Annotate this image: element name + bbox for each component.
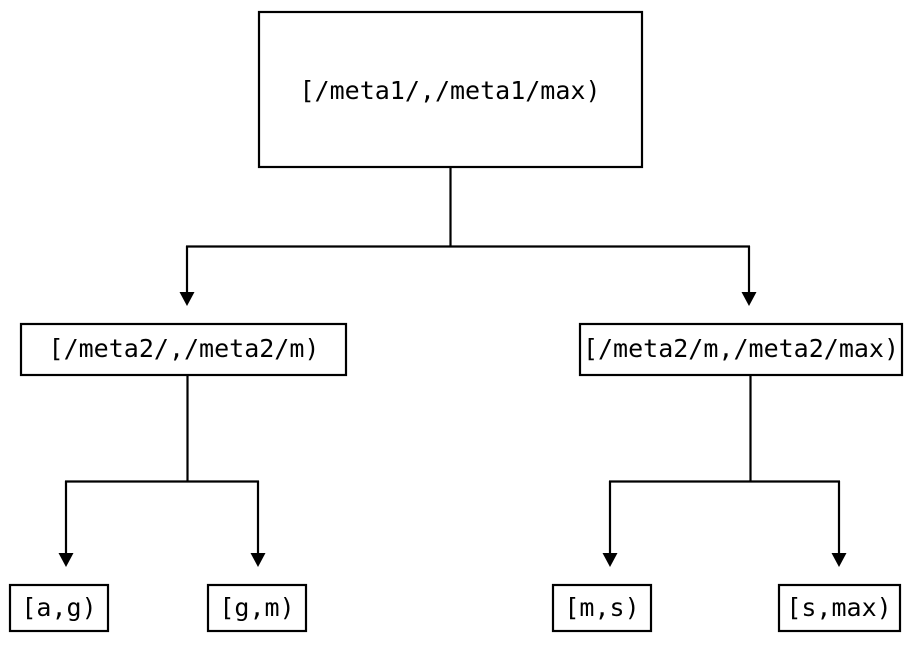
arrowhead-down-icon-leaf-a-g [58, 553, 74, 567]
node-mid-right-label: [/meta2/m,/meta2/max) [583, 334, 899, 363]
arrowhead-down-icon-leaf-g-m [250, 553, 266, 567]
node-leaf-m-s-box [551, 583, 653, 633]
arrowhead-down-icon-leaf-m-s [602, 553, 618, 567]
node-mid-left[interactable]: [/meta2/,/meta2/m) [19, 322, 348, 377]
node-leaf-g-m[interactable]: [g,m) [206, 583, 308, 633]
arrowhead-down-icon-leaf-s-max [831, 553, 847, 567]
node-leaf-m-s-label: [m,s) [564, 593, 639, 622]
node-root[interactable]: [/meta1/,/meta1/max) [257, 10, 644, 169]
node-mid-left-box [19, 322, 348, 377]
node-root-label: [/meta1/,/meta1/max) [299, 76, 600, 105]
node-leaf-m-s[interactable]: [m,s) [551, 583, 653, 633]
node-leaf-s-max-label: [s,max) [786, 593, 891, 622]
node-leaf-a-g[interactable]: [a,g) [8, 583, 110, 633]
node-leaf-s-max-box [777, 583, 902, 633]
arrowhead-down-icon-mid-right [741, 292, 757, 306]
arrowhead-down-icon-mid-left [179, 292, 195, 306]
node-leaf-g-m-label: [g,m) [219, 593, 294, 622]
edge-group-midleft-to-leaves [58, 375, 266, 567]
node-leaf-a-g-label: [a,g) [21, 593, 96, 622]
node-root-box [257, 10, 644, 169]
node-mid-right[interactable]: [/meta2/m,/meta2/max) [578, 322, 904, 377]
node-mid-right-box [578, 322, 904, 377]
node-leaf-g-m-box [206, 583, 308, 633]
node-mid-left-label: [/meta2/,/meta2/m) [49, 334, 320, 363]
edge-group-root-to-middle [179, 167, 757, 306]
edge-group-midright-to-leaves [602, 375, 847, 567]
node-leaf-s-max[interactable]: [s,max) [777, 583, 902, 633]
node-leaf-a-g-box [8, 583, 110, 633]
